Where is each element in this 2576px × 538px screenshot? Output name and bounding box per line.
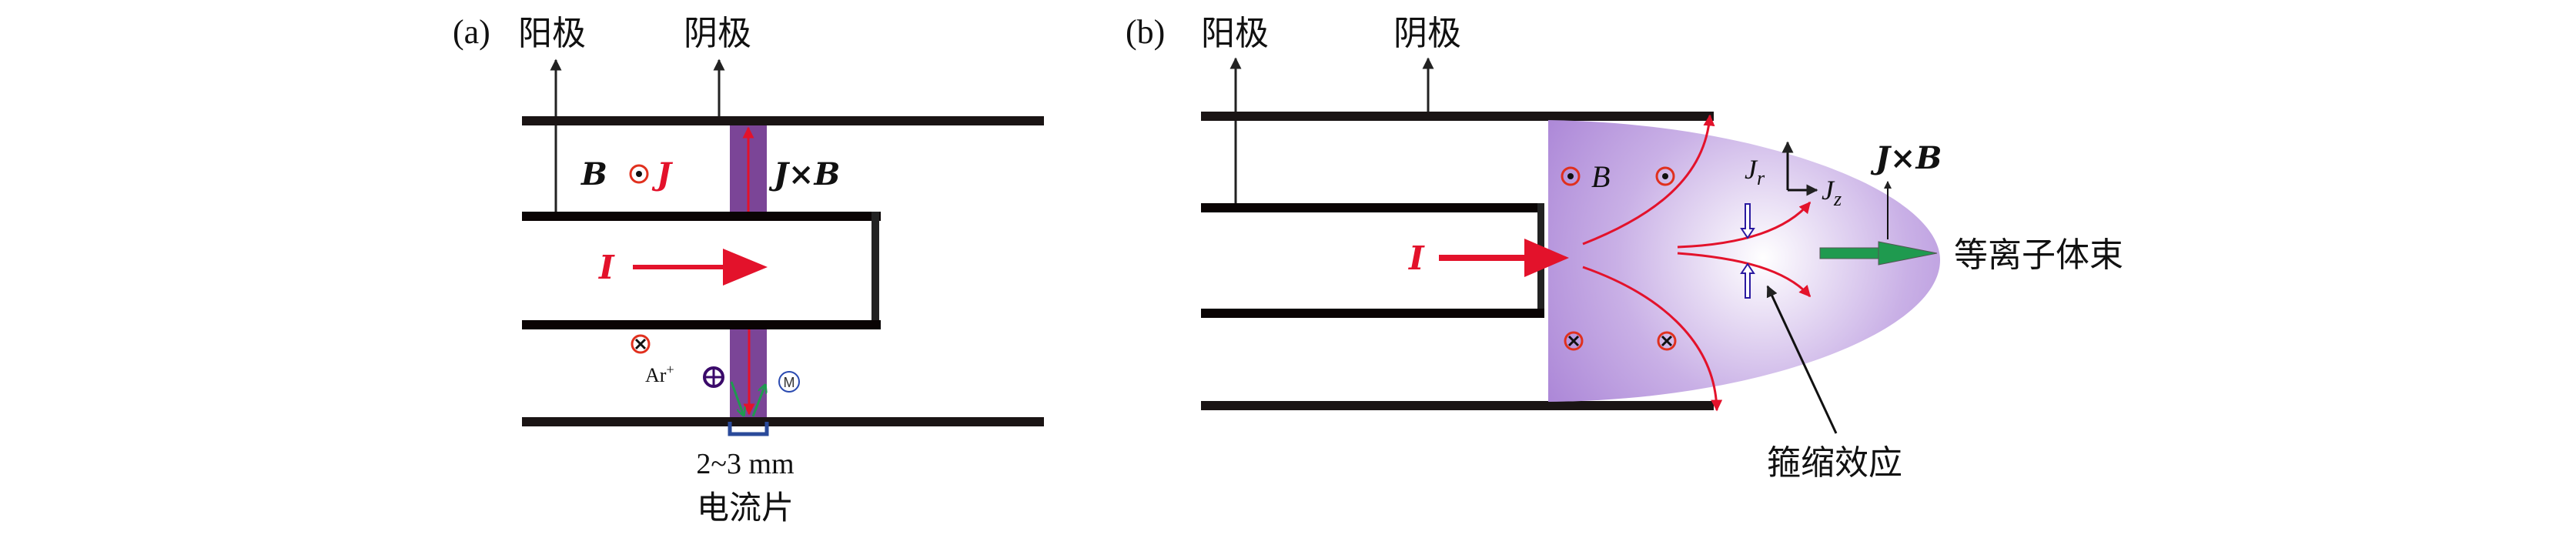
panel-a-tag: (a): [453, 13, 490, 51]
neutral-atom-label: M: [784, 375, 795, 390]
sheet-thickness-bracket: [728, 422, 769, 436]
inner-electrode-top: [522, 212, 881, 221]
ion-positive-icon: [703, 366, 724, 388]
b-field-label: B: [580, 156, 607, 192]
current-density-label: J: [651, 156, 674, 192]
sheet-thickness-label: 2~3 mm: [696, 448, 794, 480]
current-arrow: [1439, 239, 1569, 277]
field-into-page-icon: [631, 334, 651, 354]
field-out-of-page-icon: [1561, 166, 1581, 186]
outer-electrode-top: [1201, 112, 1714, 121]
current-flow-lines: [1582, 114, 1812, 412]
field-into-page-icon: [1657, 331, 1677, 351]
inner-electrode-bottom: [1201, 309, 1544, 318]
current-label: I: [1408, 239, 1425, 277]
panel-a: (a) 阳极 阴极 B J J×B I Ar+: [453, 13, 1044, 526]
lorentz-force-label: J×B: [768, 156, 840, 192]
plasma-plume: [1548, 120, 1940, 402]
radial-current-label: Jr: [1745, 154, 1765, 189]
neutral-atom-icon: M: [778, 371, 800, 393]
field-out-of-page-icon: [1655, 166, 1675, 186]
lorentz-force-label: J×B: [1870, 140, 1942, 176]
plasma-beam-arrow: [1819, 241, 1938, 266]
cathode-label: 阴极: [684, 15, 751, 52]
argon-ion-label: Ar+: [645, 362, 674, 386]
anode-label: 阳极: [1201, 15, 1269, 52]
field-into-page-icon: [1564, 331, 1584, 351]
pinch-effect-label: 箍缩效应: [1767, 444, 1902, 482]
inner-electrode-bottom: [522, 320, 881, 329]
panel-b-tag: (b): [1126, 13, 1165, 51]
b-field-label: B: [1591, 159, 1610, 194]
inner-electrode-end: [871, 212, 879, 329]
panel-b: (b) 阳极 阴极 I B: [1126, 13, 2123, 482]
current-sheet-label: 电流片: [697, 491, 794, 526]
current-components-axes: [1781, 141, 1818, 196]
pinch-compression-arrows: [1740, 203, 1755, 299]
current-label: I: [598, 249, 615, 286]
plasma-beam-label: 等离子体束: [1954, 236, 2123, 274]
current-arrow: [633, 249, 768, 286]
outer-electrode-bottom: [1201, 401, 1714, 410]
anode-label: 阳极: [518, 15, 586, 52]
inner-electrode-top: [1201, 203, 1544, 212]
ion-collision-arrows: [730, 381, 765, 416]
pinch-pointer-arrow: [1766, 285, 1838, 434]
field-out-of-page-icon: [629, 164, 649, 184]
axial-current-label: Jz: [1822, 175, 1842, 210]
outer-electrode-bottom: [522, 417, 1044, 426]
outer-electrode-top: [522, 116, 1044, 125]
cathode-label: 阴极: [1393, 15, 1461, 52]
